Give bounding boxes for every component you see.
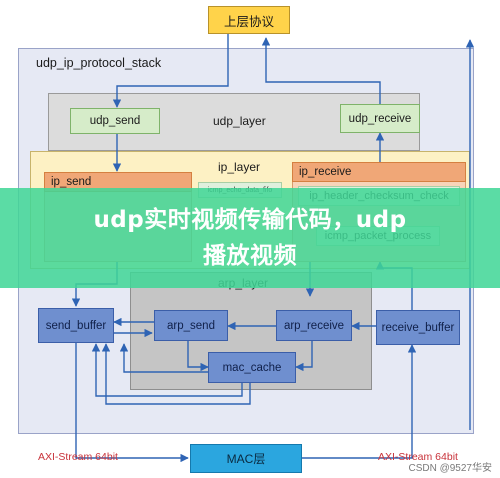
- ip-send-box: ip_send: [44, 172, 192, 192]
- udp-send-box: udp_send: [70, 108, 160, 134]
- axi-right-label: AXI-Stream 64bit: [378, 451, 458, 463]
- upper-protocol-box: 上层协议: [208, 6, 290, 34]
- arrow-send-buffer-to-mac: [75, 343, 189, 463]
- mac-layer-label: MAC层: [226, 452, 266, 466]
- arp-receive-box: arp_receive: [276, 310, 352, 341]
- arp-send-label: arp_send: [167, 319, 215, 332]
- arrow-arp-receive-to-mac-cache: [295, 341, 313, 372]
- arp-receive-label: arp_receive: [283, 319, 345, 332]
- title-overlay: udp实时视频传输代码，udp 播放视频: [0, 188, 500, 288]
- arrow-loop-1: [91, 343, 243, 397]
- udp-receive-box: udp_receive: [340, 104, 420, 133]
- arrow-mac-to-receive-buffer: [302, 344, 417, 459]
- arrow-udp-receive-to-top: [261, 37, 381, 104]
- stack-label: udp_ip_protocol_stack: [36, 56, 162, 70]
- axi-left-label: AXI-Stream 64bit: [38, 451, 118, 463]
- receive-buffer-label: receive_buffer: [381, 321, 455, 334]
- send-buffer-box: send_buffer: [38, 308, 114, 343]
- send-buffer-label: send_buffer: [45, 319, 107, 332]
- mac-cache-box: mac_cache: [208, 352, 296, 383]
- watermark: CSDN @9527华安: [408, 463, 492, 474]
- udp-layer-title: udp_layer: [213, 114, 266, 128]
- ip-receive-label: ip_receive: [299, 166, 352, 178]
- ip-layer-title: ip_layer: [218, 160, 261, 174]
- arp-send-box: arp_send: [154, 310, 228, 341]
- mac-cache-label: mac_cache: [222, 361, 282, 374]
- udp-send-label: udp_send: [89, 115, 141, 127]
- mac-layer-box: MAC层: [190, 444, 302, 473]
- arrow-arp-send-to-mac-cache: [187, 341, 209, 372]
- arrow-loop-2: [101, 343, 251, 405]
- upper-protocol-label: 上层协议: [223, 14, 274, 29]
- ip-send-label: ip_send: [51, 176, 92, 188]
- overlay-line-1: udp实时视频传输代码，udp: [93, 207, 407, 233]
- overlay-line-2: 播放视频: [203, 243, 297, 269]
- ip-receive-box: ip_receive: [292, 162, 466, 182]
- receive-buffer-box: receive_buffer: [376, 310, 460, 345]
- arrow-mac-cache-to-send-buffer: [119, 343, 208, 373]
- udp-receive-label: udp_receive: [348, 112, 412, 125]
- arrow-top-to-udp-send: [112, 34, 229, 108]
